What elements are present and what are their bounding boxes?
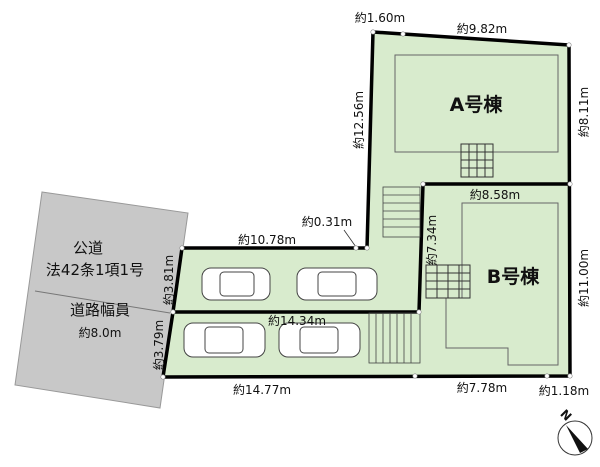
car-2 (296, 267, 378, 301)
steps-upper (382, 186, 421, 238)
dim-bottom-mid: 約7.78m (457, 380, 507, 395)
dim-a-right: 約8.11m (576, 87, 591, 137)
dim-notch: 約0.31m (302, 214, 352, 229)
public-road (14, 191, 189, 409)
notch-pointer (343, 229, 357, 248)
road-type-label: 公道 (73, 239, 103, 257)
entrance-grid-b (425, 264, 471, 299)
dim-b-right: 約11.00m (576, 249, 591, 307)
dim-b-left: 約7.34m (424, 215, 439, 265)
dim-top-left: 約1.60m (355, 10, 405, 25)
car-3 (183, 322, 266, 358)
road-divider (34, 290, 171, 314)
north-compass-icon: N (557, 407, 593, 456)
road-law-label: 法42条1項1号 (46, 261, 144, 279)
dim-parking-lower-left: 約3.79m (151, 320, 166, 370)
building-b-label: B号棟 (487, 265, 540, 288)
dim-parking-top: 約10.78m (238, 232, 296, 247)
road-width-label: 道路幅員 (70, 301, 130, 319)
car-1 (201, 267, 271, 301)
dim-b-top: 約8.58m (470, 187, 520, 202)
dim-bottom-left: 約14.77m (233, 382, 291, 397)
car-4 (278, 322, 361, 358)
dim-a-left: 約12.56m (351, 91, 366, 149)
dim-bottom-right: 約1.18m (539, 383, 589, 398)
road-width-value: 約8.0m (79, 325, 122, 340)
dim-parking-upper-left: 約3.81m (161, 255, 176, 305)
steps-lower (368, 312, 421, 364)
entrance-grid-a (460, 143, 494, 178)
lot-division-line (173, 182, 570, 314)
building-a-label: A号棟 (450, 93, 504, 116)
dim-parking-mid: 約14.34m (268, 313, 326, 328)
dim-top: 約9.82m (457, 21, 507, 36)
corner-points (160, 29, 573, 380)
